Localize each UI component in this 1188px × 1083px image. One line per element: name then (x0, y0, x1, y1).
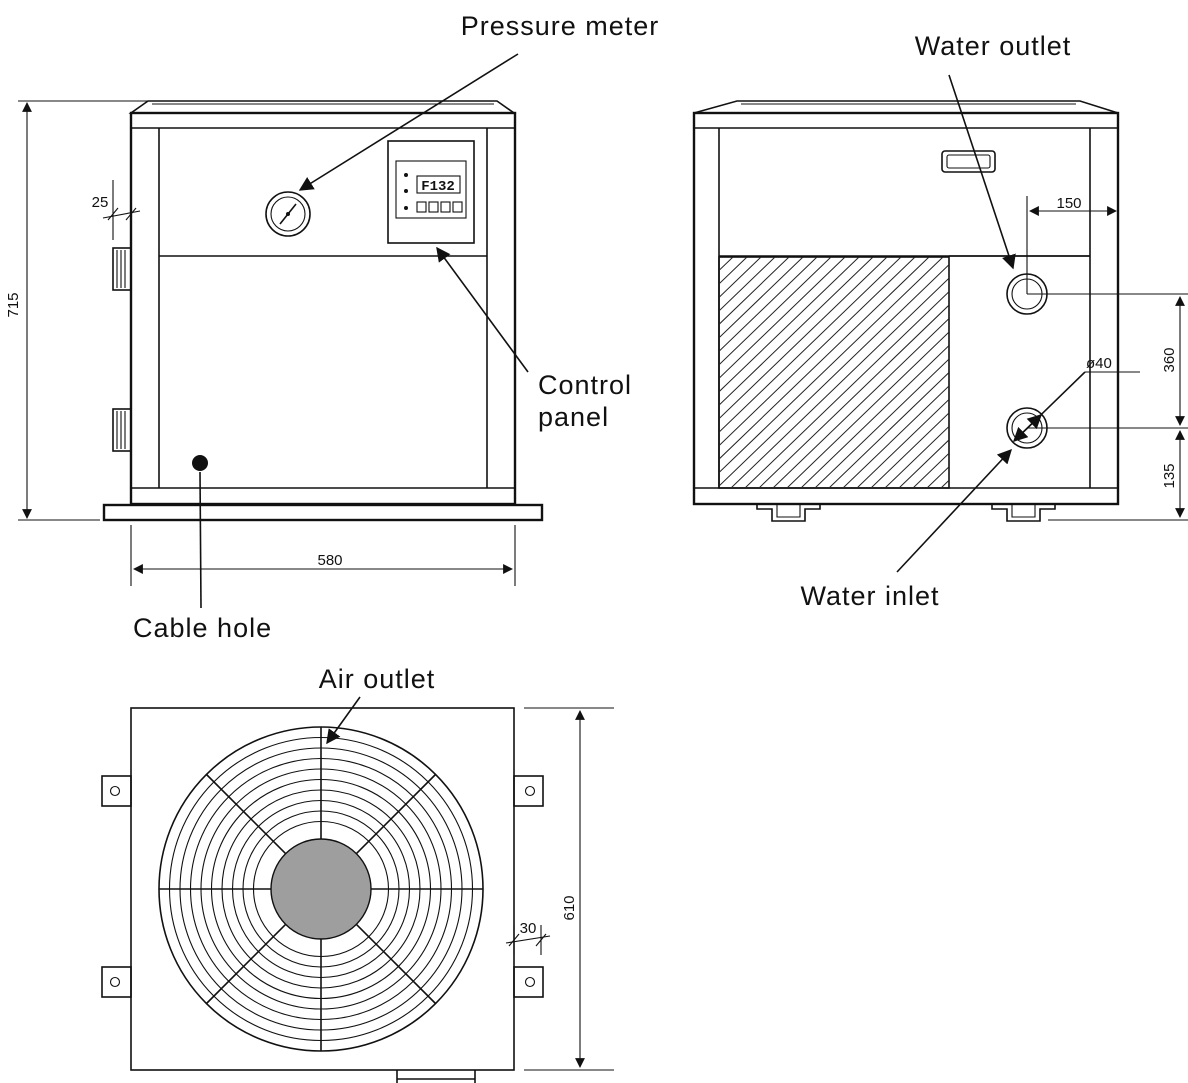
leader-control-panel (436, 246, 529, 373)
mounting-tab-bottom-left (101, 966, 132, 998)
top-bottom-stub (396, 1070, 476, 1083)
leader-pressure-meter (298, 53, 519, 191)
coil-hatch-line (719, 257, 762, 299)
label-air-outlet: Air outlet (319, 664, 436, 694)
dim-outlet-from-edge-value: 150 (1056, 195, 1081, 212)
label-water-outlet: Water outlet (915, 31, 1072, 61)
side-handle (941, 150, 996, 173)
coil-hatch-line (719, 257, 902, 433)
leader-water-outlet (948, 74, 1016, 270)
coil-hatch-line (719, 257, 944, 474)
coil-hatch-line (955, 257, 1188, 488)
front-pipe-stub-lower (112, 408, 132, 452)
coil-hatch-line (941, 479, 949, 487)
coil-hatch-line (719, 257, 860, 393)
coil-hatch-line (801, 344, 949, 487)
dim-width: 580 (130, 525, 516, 586)
dim-inlet-height-value: 135 (1161, 463, 1178, 488)
top-body (130, 707, 515, 1071)
front-lid (128, 100, 517, 114)
dim-height-value: 715 (5, 292, 22, 317)
coil-hatch-line (871, 412, 949, 487)
cable-hole-dot (192, 455, 208, 471)
mounting-tab-top-right (513, 775, 544, 807)
coil-hatch-line (719, 257, 888, 420)
front-base-plate (102, 503, 544, 522)
coil-hatch-line (719, 257, 832, 366)
coil-hatch-line (829, 371, 949, 487)
coil-hatch-line (719, 257, 874, 406)
top-view: 610 30 Air outlet (101, 664, 614, 1083)
control-button-2 (428, 201, 439, 213)
coil-hatch-line (885, 425, 949, 487)
coil-hatch-line (745, 290, 949, 487)
control-display-readout: F132 (421, 179, 455, 195)
dim-height: 715 (5, 100, 148, 521)
control-display (416, 175, 461, 194)
label-control-panel-line2: panel (538, 402, 609, 432)
control-button-4 (452, 201, 463, 213)
label-water-inlet: Water inlet (800, 581, 939, 611)
side-foot-left (756, 504, 821, 522)
coil-hatch-line (719, 257, 790, 326)
side-lid (693, 100, 1119, 114)
pressure-gauge (265, 191, 311, 237)
front-body (129, 111, 517, 506)
coil-hatch-line (857, 398, 949, 487)
mounting-tab-top-left (101, 775, 132, 807)
coil-hatch-line (815, 358, 949, 487)
side-foot-right (991, 504, 1056, 522)
dim-side-frame-value: 25 (92, 194, 109, 211)
label-pressure-meter: Pressure meter (461, 11, 660, 41)
coil-hatch-line (719, 257, 930, 460)
dim-width-value: 580 (317, 552, 342, 569)
dim-side-frame: 25 (92, 180, 141, 240)
dim-guard-gap-value: 30 (520, 920, 537, 937)
coil-hatch-line (731, 277, 949, 487)
dim-pipe-spacing: 360 (1027, 293, 1188, 521)
coil-hatch (718, 256, 1188, 489)
control-button-3 (440, 201, 451, 213)
front-pipe-stub-upper (112, 247, 132, 291)
coil-hatch-line (719, 257, 916, 447)
coil-hatch-line (719, 257, 846, 379)
dim-outlet-from-edge: 150 (1026, 195, 1117, 294)
control-button-1 (416, 201, 427, 213)
coil-hatch-line (787, 331, 949, 487)
fan-guard (158, 726, 484, 1052)
dim-fan-top: 610 (524, 707, 614, 1071)
leader-cable-hole (199, 471, 202, 609)
coil-hatch-line (719, 264, 949, 487)
label-control-panel-line1: Control (538, 370, 632, 400)
coil-hatch-line (759, 304, 949, 487)
side-view: 150 360 135 ø40 Water outlet Water inlet (692, 31, 1188, 611)
control-panel: F132 (387, 140, 475, 244)
front-view: F132 715 25 580 (5, 11, 660, 643)
coil-hatch-line (719, 257, 818, 353)
coil-hatch-line (843, 385, 949, 487)
coil-hatch-line (719, 257, 804, 339)
mounting-tab-bottom-right (513, 966, 544, 998)
dim-pipe-spacing-value: 360 (1161, 347, 1178, 372)
coil-hatch-line (719, 257, 776, 312)
fan-hub (270, 838, 372, 940)
dim-fan-top-value: 610 (561, 895, 578, 920)
side-body (692, 111, 1120, 506)
dim-guard-gap: 30 (505, 920, 551, 955)
leader-water-inlet (896, 448, 1012, 573)
dim-inlet-height: 135 (1161, 430, 1185, 518)
label-cable-hole: Cable hole (133, 613, 272, 643)
leader-air-outlet (326, 696, 361, 745)
coil-hatch-line (899, 439, 949, 487)
dim-pipe-diameter-value: ø40 (1086, 355, 1112, 372)
coil-hatch-line (773, 317, 949, 487)
dim-pipe-diameter: ø40 (1012, 355, 1140, 443)
